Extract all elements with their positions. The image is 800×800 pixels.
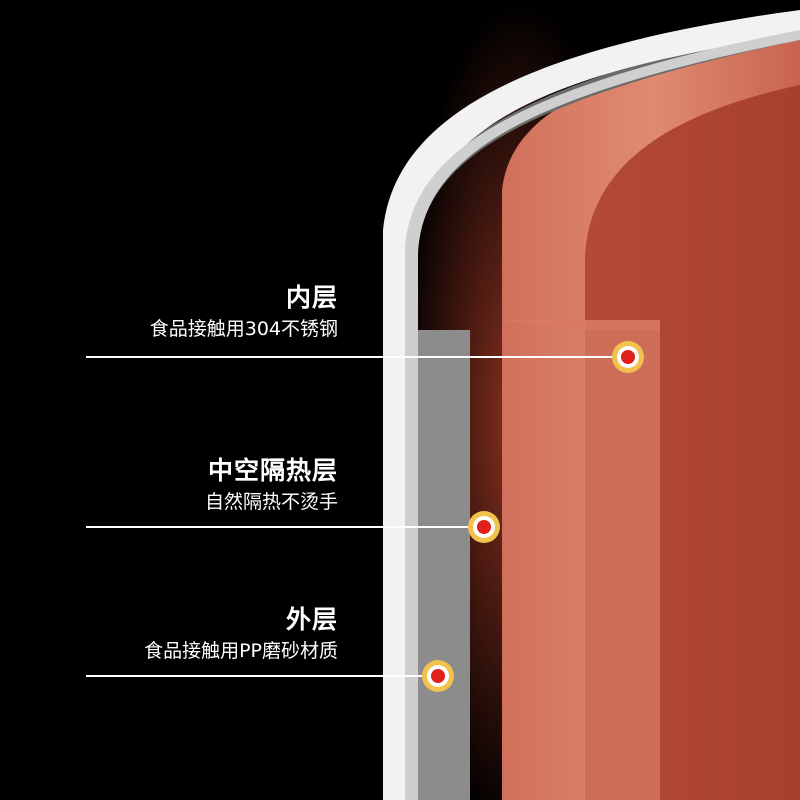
outer-layer-desc: 食品接触用PP磨砂材质 bbox=[144, 640, 338, 662]
marker-outer bbox=[422, 660, 454, 692]
label-outer-layer: 外层 食品接触用PP磨砂材质 bbox=[144, 605, 338, 663]
middle-layer-title: 中空隔热层 bbox=[207, 456, 338, 485]
middle-layer-desc: 自然隔热不烫手 bbox=[204, 491, 338, 513]
inner-layer-desc: 食品接触用304不锈钢 bbox=[149, 318, 338, 340]
outer-layer-title: 外层 bbox=[285, 605, 338, 634]
inner-layer-title: 内层 bbox=[285, 283, 338, 312]
marker-middle bbox=[468, 511, 500, 543]
liner-front-face bbox=[585, 330, 660, 800]
label-inner-layer: 内层 食品接触用304不锈钢 bbox=[150, 283, 338, 341]
insulation-gap bbox=[418, 330, 470, 800]
marker-inner bbox=[612, 341, 644, 373]
label-middle-layer: 中空隔热层 自然隔热不烫手 bbox=[205, 456, 338, 514]
